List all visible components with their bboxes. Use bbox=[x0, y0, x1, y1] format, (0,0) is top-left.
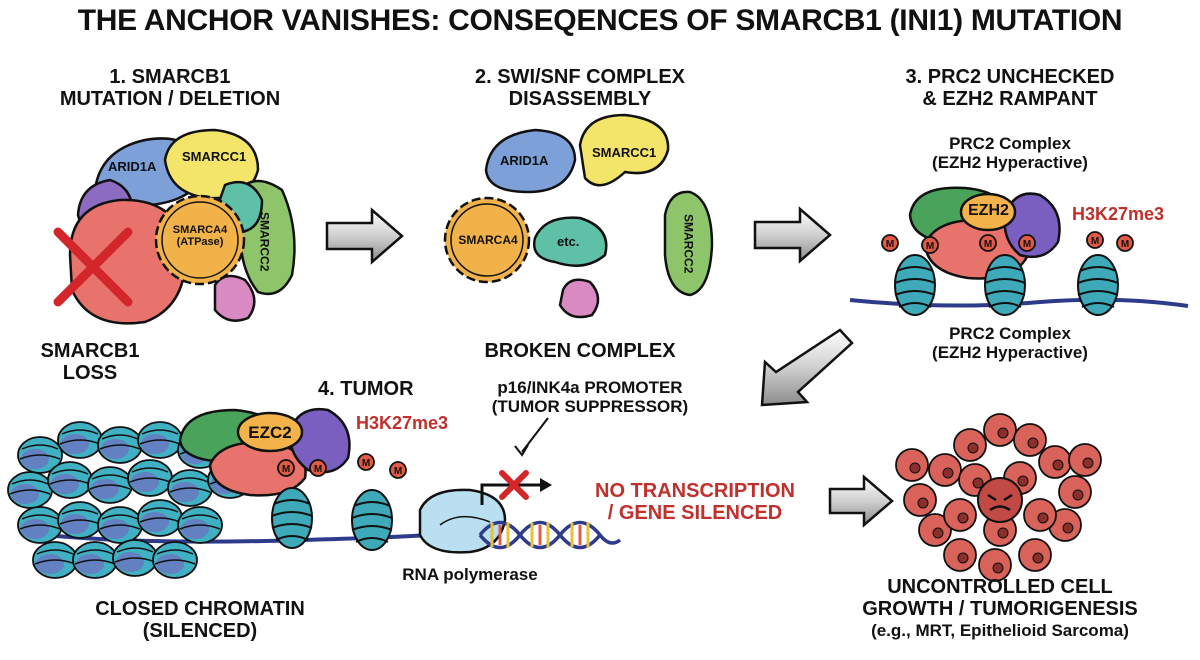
panel2-heading-line1: 2. SWI/SNF COMPLEX bbox=[474, 66, 686, 88]
promoter-line1: p16/INK4a PROMOTER bbox=[497, 378, 683, 397]
prc2-purple-4 bbox=[288, 407, 351, 474]
methyl-mark bbox=[309, 459, 327, 477]
panel2-heading-line2: DISASSEMBLY bbox=[508, 88, 652, 111]
rna-polymerase-label: RNA polymerase bbox=[402, 565, 538, 584]
no-tx-line1: NO TRANSCRIPTION bbox=[595, 480, 795, 502]
ezc2-oval bbox=[236, 411, 304, 453]
smarcc2-piece bbox=[663, 190, 714, 297]
arid1a-piece-label: ARID1A bbox=[500, 153, 549, 168]
methyl-mark bbox=[881, 234, 899, 252]
tss-arrow bbox=[480, 483, 545, 505]
chromatin-line2: (SILENCED) bbox=[142, 620, 258, 643]
closed-chromatin-label: CLOSED CHROMATIN (SILENCED) bbox=[60, 598, 340, 643]
panel2-heading: 2. SWI/SNF COMPLEX DISASSEMBLY bbox=[440, 66, 720, 111]
broken-complex-label: BROKEN COMPLEX bbox=[484, 340, 676, 362]
outcome-label: UNCONTROLLED CELL GROWTH / TUMORIGENESIS… bbox=[835, 576, 1165, 640]
smarca4-label: SMARCA4 (ATPase) bbox=[158, 224, 242, 249]
smarca4-name: SMARCA4 bbox=[172, 224, 228, 236]
h3k27me3-label-4: H3K27me3 bbox=[356, 413, 449, 433]
methyl-mark bbox=[277, 459, 295, 477]
dna-helix bbox=[478, 520, 622, 550]
arrow-diagonal bbox=[760, 328, 854, 407]
deletion-cross-icon bbox=[53, 227, 133, 307]
smarcb1-loss-label: SMARCB1 LOSS bbox=[20, 340, 160, 385]
loss-line1: SMARCB1 bbox=[40, 340, 140, 362]
blocked-cross-icon bbox=[499, 470, 529, 500]
no-transcription-label: NO TRANSCRIPTION / GENE SILENCED bbox=[560, 480, 830, 525]
methyl-mark bbox=[1116, 234, 1134, 252]
panel1-heading-line2: MUTATION / DELETION bbox=[59, 88, 281, 111]
promoter-line2: (TUMOR SUPPRESSOR) bbox=[491, 397, 689, 417]
prc2-caption-line2: (EZH2 Hyperactive) bbox=[932, 343, 1088, 363]
arrow-right-2 bbox=[753, 206, 832, 264]
smarcc1-piece-label: SMARCC1 bbox=[592, 145, 657, 160]
panel3-chromatin bbox=[849, 186, 1189, 316]
methyl-mark bbox=[389, 461, 407, 479]
pink-piece bbox=[558, 278, 600, 319]
panel3-heading-line2: & EZH2 RAMPANT bbox=[922, 88, 1098, 111]
outcome-line2: GROWTH / TUMORIGENESIS bbox=[862, 598, 1138, 621]
prc2-line2: (EZH2 Hyperactive) bbox=[932, 153, 1088, 173]
etc-piece bbox=[532, 216, 608, 267]
prc2-complex-label: PRC2 Complex (EZH2 Hyperactive) bbox=[880, 134, 1140, 172]
panel4-chromatin bbox=[7, 407, 622, 579]
panel1-heading-line1: 1. SMARCB1 bbox=[109, 66, 231, 88]
arid1a-piece bbox=[484, 128, 577, 194]
arrow-right-1 bbox=[325, 207, 404, 265]
methyl-mark bbox=[979, 234, 997, 252]
promoter-label: p16/INK4a PROMOTER (TUMOR SUPPRESSOR) bbox=[450, 378, 730, 416]
smarca4-gear bbox=[154, 194, 246, 286]
smarcc1-piece bbox=[578, 113, 670, 187]
smarcc1-subunit bbox=[163, 128, 260, 200]
tumor-core bbox=[977, 477, 1023, 523]
panel3-heading: 3. PRC2 UNCHECKED & EZH2 RAMPANT bbox=[860, 66, 1160, 111]
prc2-caption: PRC2 Complex (EZH2 Hyperactive) bbox=[880, 324, 1140, 362]
smarca4-gear-piece bbox=[443, 196, 531, 284]
methyl-mark bbox=[1086, 231, 1104, 249]
ezc2-label: EZC2 bbox=[248, 423, 292, 442]
smarca4-piece-label: SMARCA4 bbox=[458, 233, 518, 247]
smarcc2-piece-label: SMARCC2 bbox=[681, 214, 696, 274]
chromatin-line1: CLOSED CHROMATIN bbox=[95, 598, 305, 620]
methyl-mark bbox=[1018, 234, 1036, 252]
panel4-heading: 4. TUMOR bbox=[318, 378, 414, 400]
prc2-line1: PRC2 Complex bbox=[949, 134, 1071, 153]
prc2-pink-4 bbox=[208, 440, 307, 497]
outcome-line1: UNCONTROLLED CELL bbox=[887, 576, 1113, 598]
methyl-mark bbox=[921, 236, 939, 254]
panel1-complex bbox=[53, 128, 296, 325]
methyl-mark bbox=[357, 453, 375, 471]
no-tx-line2: / GENE SILENCED bbox=[607, 502, 783, 525]
page-title: THE ANCHOR VANISHES: CONSEQENCES OF SMAR… bbox=[77, 4, 1123, 37]
panel2-pieces bbox=[443, 113, 714, 319]
smarcc2-label: SMARCC2 bbox=[257, 212, 272, 272]
loss-line2: LOSS bbox=[62, 362, 118, 385]
arid1a-label: ARID1A bbox=[108, 159, 157, 174]
pink-subunit bbox=[213, 274, 256, 322]
prc2-purple bbox=[1003, 192, 1061, 259]
smarcc1-label: SMARCC1 bbox=[182, 149, 247, 164]
tumor-mass bbox=[895, 413, 1102, 582]
panel1-heading: 1. SMARCB1 MUTATION / DELETION bbox=[40, 66, 300, 111]
ezh2-oval bbox=[959, 192, 1017, 232]
panel3-heading-line1: 3. PRC2 UNCHECKED bbox=[905, 66, 1115, 88]
outcome-line3: (e.g., MRT, Epithelioid Sarcoma) bbox=[871, 620, 1129, 640]
ezh2-label: EZH2 bbox=[968, 202, 1009, 219]
smarca4-note: (ATPase) bbox=[176, 236, 224, 249]
etc-label: etc. bbox=[557, 234, 580, 249]
h3k27me3-label: H3K27me3 bbox=[1072, 204, 1165, 224]
prc2-caption-line1: PRC2 Complex bbox=[949, 324, 1071, 343]
arrow-right-3 bbox=[828, 474, 894, 528]
